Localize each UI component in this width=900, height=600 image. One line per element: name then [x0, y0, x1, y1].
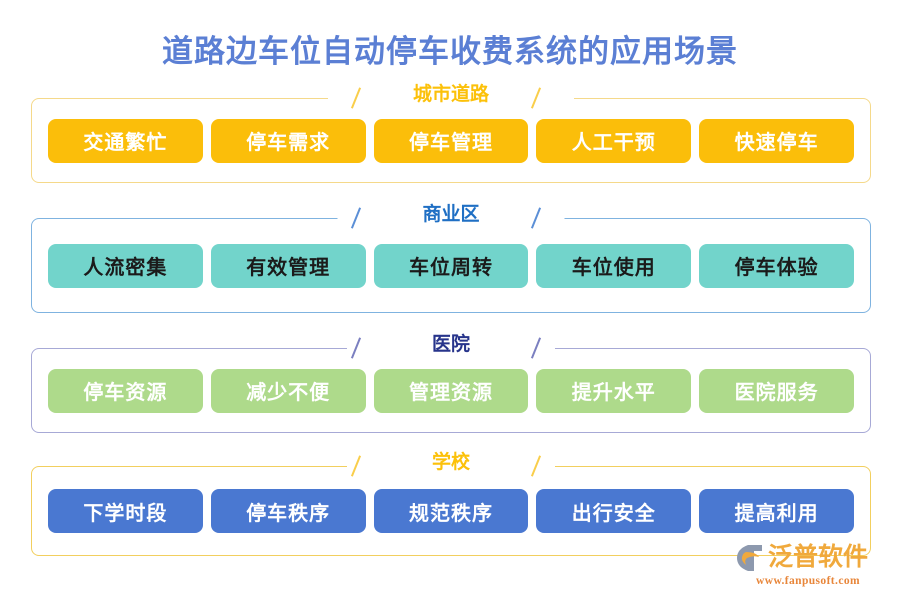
- pill-row-hospital: 停车资源 减少不便 管理资源 提升水平 医院服务: [32, 349, 870, 432]
- pill-item[interactable]: 减少不便: [210, 368, 366, 413]
- logo-website-url: www.fanpusoft.com: [756, 575, 860, 587]
- pill-item[interactable]: 管理资源: [373, 368, 529, 413]
- section-hospital: 医院 停车资源 减少不便 管理资源 提升水平 医院服务: [31, 333, 871, 433]
- section-city-road: 城市道路 交通繁忙 停车需求 停车管理 人工干预 快速停车: [31, 83, 871, 183]
- logo-company-name: 泛普软件: [768, 544, 869, 571]
- pill-item[interactable]: 快速停车: [699, 118, 854, 163]
- pill-row-school: 下学时段 停车秩序 规范秩序 出行安全 提高利用: [32, 467, 870, 555]
- fanpu-logo-icon: [734, 543, 764, 573]
- pill-row-city-road: 交通繁忙 停车需求 停车管理 人工干预 快速停车: [32, 99, 870, 182]
- pill-item[interactable]: 下学时段: [48, 489, 203, 533]
- pill-item[interactable]: 停车秩序: [210, 489, 366, 533]
- pill-item[interactable]: 停车需求: [210, 118, 366, 163]
- pill-item[interactable]: 提升水平: [536, 368, 692, 413]
- pill-item[interactable]: 规范秩序: [373, 489, 529, 533]
- page-title: 道路边车位自动停车收费系统的应用场景: [162, 34, 738, 69]
- pill-item[interactable]: 交通繁忙: [48, 118, 203, 163]
- pill-item[interactable]: 有效管理: [210, 243, 366, 288]
- logo-row: 泛普软件: [734, 542, 882, 574]
- pill-item[interactable]: 提高利用: [699, 489, 854, 533]
- brand-logo: 泛普软件 www.fanpusoft.com: [734, 542, 882, 592]
- pill-item[interactable]: 车位周转: [373, 243, 529, 288]
- pill-item[interactable]: 人流密集: [48, 243, 203, 288]
- pill-item[interactable]: 停车管理: [373, 118, 529, 163]
- pill-item[interactable]: 车位使用: [536, 243, 692, 288]
- pill-item[interactable]: 停车体验: [699, 243, 854, 288]
- pill-item[interactable]: 停车资源: [48, 368, 203, 413]
- pill-item[interactable]: 人工干预: [536, 118, 692, 163]
- pill-item[interactable]: 医院服务: [699, 368, 854, 413]
- pill-row-commercial-district: 人流密集 有效管理 车位周转 车位使用 停车体验: [32, 219, 870, 312]
- section-commercial-district: 商业区 人流密集 有效管理 车位周转 车位使用 停车体验: [31, 203, 871, 313]
- pill-item[interactable]: 出行安全: [536, 489, 692, 533]
